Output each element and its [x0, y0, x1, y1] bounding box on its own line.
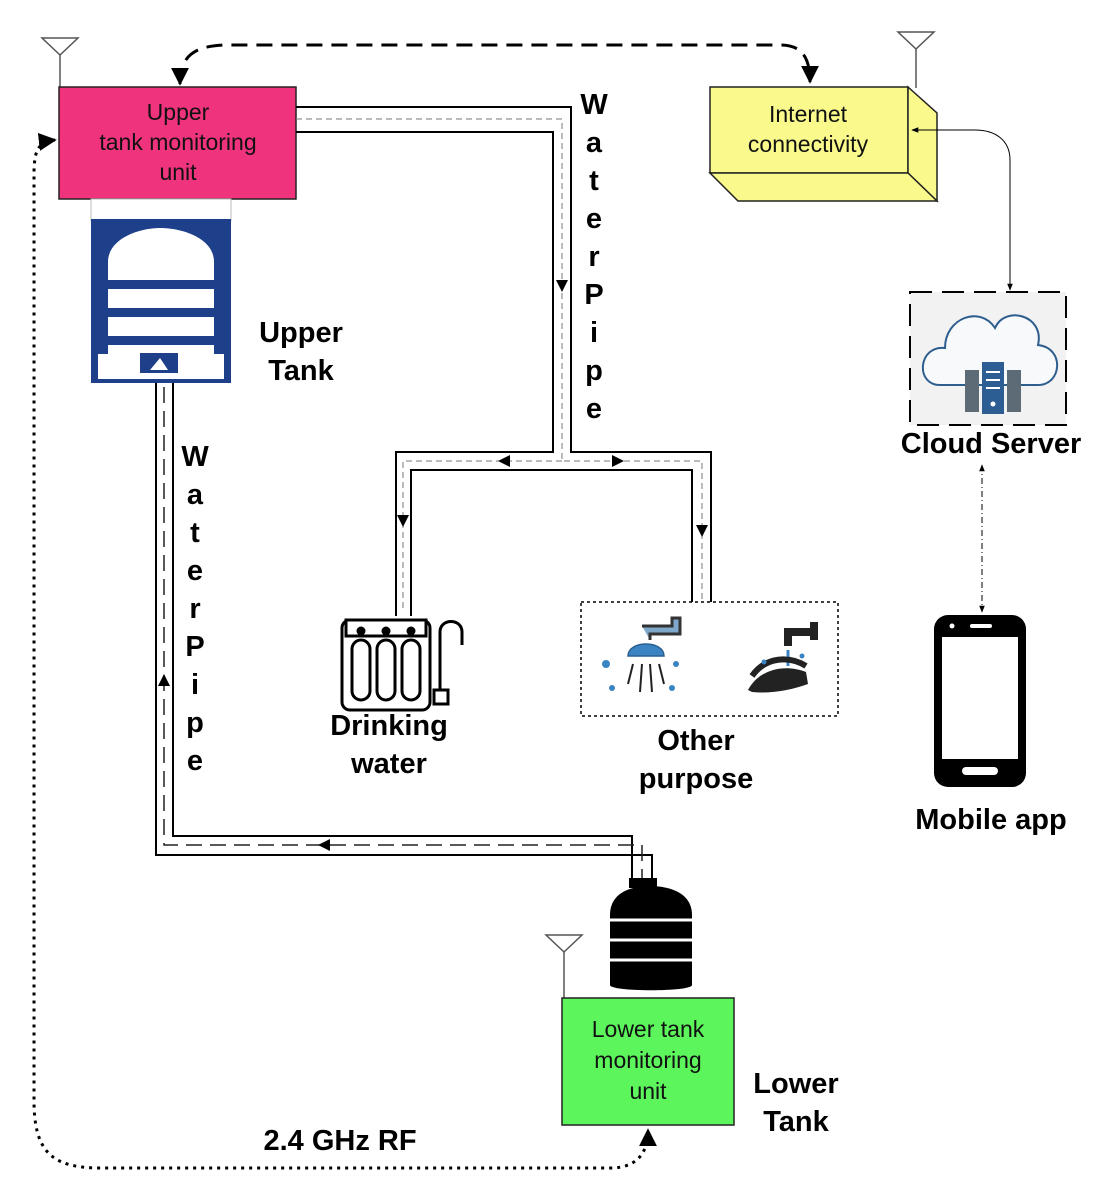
svg-text:t: t [190, 517, 200, 549]
svg-text:t: t [589, 165, 599, 197]
svg-text:e: e [187, 745, 203, 777]
upper-unit-line-1: Upper [147, 99, 210, 125]
svg-text:P: P [584, 279, 603, 311]
pipe-right-text: W a t e r P i p e [580, 89, 608, 425]
smartphone-icon [934, 615, 1026, 787]
internet-cloud-link [911, 127, 1013, 291]
lower-tank-label-1: Lower [753, 1068, 838, 1100]
svg-text:r: r [588, 241, 599, 273]
svg-text:i: i [590, 317, 598, 349]
svg-text:W: W [580, 89, 608, 121]
svg-text:e: e [187, 555, 203, 587]
drinking-water-label-2: water [350, 748, 427, 780]
cloud-server-icon [909, 291, 1067, 426]
svg-text:a: a [187, 479, 204, 511]
svg-text:e: e [586, 203, 602, 235]
antenna-icon [40, 37, 80, 88]
drinking-water-label-1: Drinking [330, 710, 448, 742]
lower-unit-line-3: unit [629, 1078, 667, 1104]
hand-wash-icon [748, 622, 818, 693]
antenna-icon [544, 934, 584, 998]
other-purpose-box [580, 601, 839, 717]
lower-unit-line-2: monitoring [594, 1047, 701, 1073]
upper-tank-monitoring-unit: Upper tank monitoring unit [58, 86, 297, 200]
other-purpose-label-2: purpose [639, 763, 753, 795]
rf-link [32, 132, 657, 1170]
water-filter-icon [340, 618, 464, 712]
pipe-left-text: W a t e r P i p e [181, 441, 209, 777]
upper-tank-label-1: Upper [259, 317, 343, 349]
svg-text:W: W [181, 441, 209, 473]
rf-label: 2.4 GHz RF [263, 1125, 416, 1157]
overhead-tank-icon [610, 878, 692, 991]
other-purpose-label-1: Other [657, 725, 734, 757]
svg-text:r: r [189, 593, 200, 625]
upper-unit-line-2: tank monitoring [99, 129, 256, 155]
upper-tank-label-2: Tank [268, 355, 334, 387]
svg-text:p: p [585, 355, 603, 387]
svg-text:a: a [586, 127, 603, 159]
upper-unit-line-3: unit [159, 159, 197, 185]
svg-text:p: p [186, 707, 204, 739]
svg-text:e: e [586, 393, 602, 425]
internet-line-2: connectivity [748, 131, 869, 157]
antenna-icon [896, 31, 936, 88]
water-tank-icon [90, 198, 232, 383]
lower-tank-label-2: Tank [763, 1106, 829, 1138]
internet-connectivity-box: Internet connectivity [708, 85, 939, 203]
svg-text:P: P [185, 631, 204, 663]
outlet-water-pipe [296, 106, 712, 616]
svg-text:i: i [191, 669, 199, 701]
cloud-server-label: Cloud Server [901, 428, 1082, 460]
lower-tank-monitoring-unit: Lower tank monitoring unit [561, 997, 735, 1126]
upper-internet-link [171, 43, 819, 86]
lower-unit-line-1: Lower tank [592, 1016, 705, 1042]
mobile-app-label: Mobile app [915, 804, 1066, 836]
internet-line-1: Internet [769, 101, 848, 127]
